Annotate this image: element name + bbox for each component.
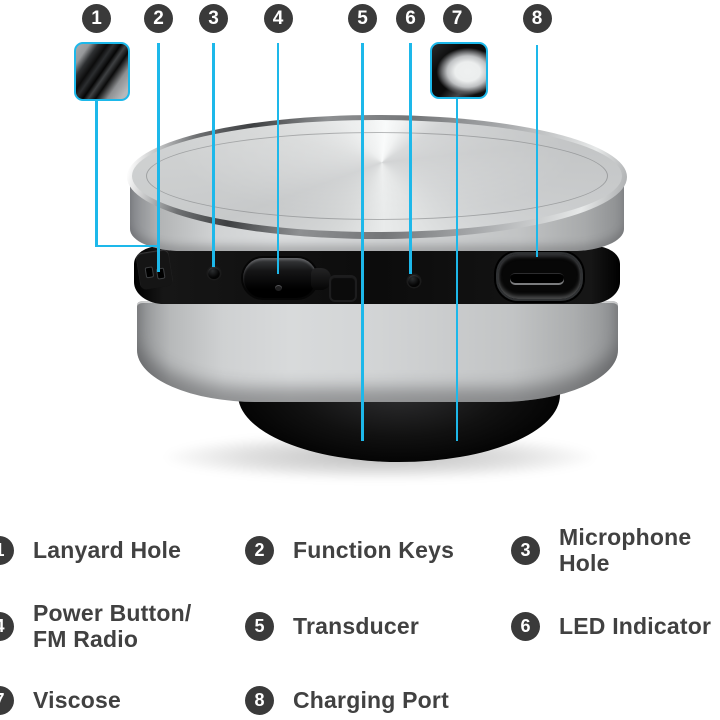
charging-port-part <box>496 252 583 301</box>
lanyard-hole-closeup-photo <box>74 42 130 101</box>
legend-item-led-indicator: 6 LED Indicator <box>511 596 711 656</box>
callout-badge-7: 7 <box>442 4 472 33</box>
function-key-part <box>329 275 357 302</box>
legend-badge-6: 6 <box>511 611 540 641</box>
legend-item-transducer: 5 Transducer <box>245 596 419 656</box>
microphone-hole-part <box>208 267 220 279</box>
legend-badge-2: 2 <box>245 535 274 565</box>
power-button-part <box>243 258 331 298</box>
lanyard-hole-opening <box>144 266 155 279</box>
callout-line-5 <box>361 43 364 441</box>
led-indicator-part <box>408 275 420 287</box>
callout-line-7 <box>455 94 459 441</box>
callout-line-8 <box>535 45 539 257</box>
legend-label-function-keys: Function Keys <box>293 537 455 563</box>
callout-line-1 <box>95 96 98 247</box>
viscose-closeup-photo <box>430 42 488 99</box>
legend-label-transducer: Transducer <box>293 613 419 639</box>
callout-line-3 <box>212 43 215 267</box>
callout-badge-5: 5 <box>348 4 377 33</box>
callout-badge-3: 3 <box>199 4 228 33</box>
legend-item-power-button: 4 Power Button/ FM Radio <box>0 596 191 656</box>
legend-item-viscose: 7 Viscose <box>0 670 121 720</box>
callout-badge-4: 4 <box>263 4 293 33</box>
callout-badge-1: 1 <box>82 4 111 33</box>
callout-line-1-elbow <box>95 244 160 248</box>
callout-line-6 <box>409 43 412 274</box>
legend-badge-3: 3 <box>511 535 540 565</box>
callout-line-2 <box>157 43 160 272</box>
legend-label-charging-port: Charging Port <box>293 687 449 713</box>
speaker-lower-body <box>137 301 618 402</box>
legend-item-microphone-hole: 3 Microphone Hole <box>511 520 720 580</box>
power-button-dot <box>275 285 282 291</box>
legend-label-led-indicator: LED Indicator <box>559 613 712 639</box>
legend-item-lanyard-hole: 1 Lanyard Hole <box>0 520 181 580</box>
callout-line-4 <box>276 43 280 274</box>
legend-label-power-button: Power Button/ FM Radio <box>33 600 192 652</box>
legend-item-function-keys: 2 Function Keys <box>245 520 454 580</box>
callout-badge-2: 2 <box>144 4 173 33</box>
speaker-cap-top <box>132 120 622 232</box>
legend-item-charging-port: 8 Charging Port <box>245 670 449 720</box>
legend-label-viscose: Viscose <box>33 687 121 713</box>
legend-label-lanyard-hole: Lanyard Hole <box>33 537 182 563</box>
charging-port-slot <box>510 273 564 285</box>
callout-badge-8: 8 <box>522 4 552 33</box>
power-button-tab <box>311 268 331 290</box>
legend-label-microphone-hole: Microphone Hole <box>559 524 692 576</box>
legend-badge-1: 1 <box>0 535 14 565</box>
callout-badge-6: 6 <box>396 4 425 33</box>
lanyard-hole-part <box>135 248 174 291</box>
legend-badge-4: 4 <box>0 611 14 641</box>
legend-badge-5: 5 <box>245 611 274 641</box>
legend-badge-8: 8 <box>245 685 274 715</box>
legend-badge-7: 7 <box>0 685 14 715</box>
